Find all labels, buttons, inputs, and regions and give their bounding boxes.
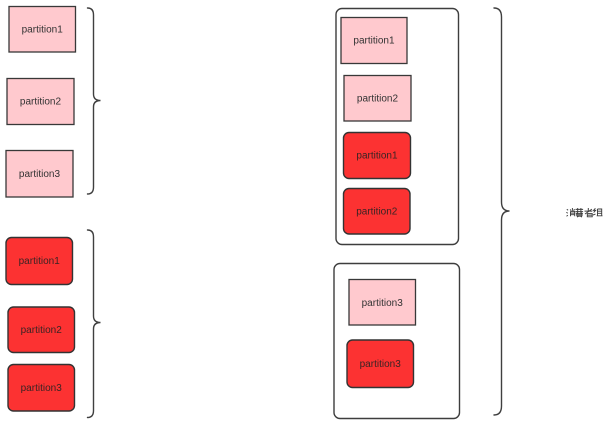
svg-text:partition2: partition2 <box>21 325 63 336</box>
svg-text:partition3: partition3 <box>360 359 402 370</box>
svg-text:partition1: partition1 <box>22 25 64 36</box>
svg-text:partition1: partition1 <box>19 256 61 267</box>
svg-text:partition2: partition2 <box>357 94 399 105</box>
svg-text:partition3: partition3 <box>21 383 63 394</box>
svg-text:partition1: partition1 <box>356 151 398 162</box>
svg-text:partition2: partition2 <box>20 97 62 108</box>
svg-text:partition3: partition3 <box>19 169 61 180</box>
svg-text:partition1: partition1 <box>353 36 395 47</box>
svg-text:partition3: partition3 <box>362 298 404 309</box>
svg-text:partition2: partition2 <box>356 207 398 218</box>
